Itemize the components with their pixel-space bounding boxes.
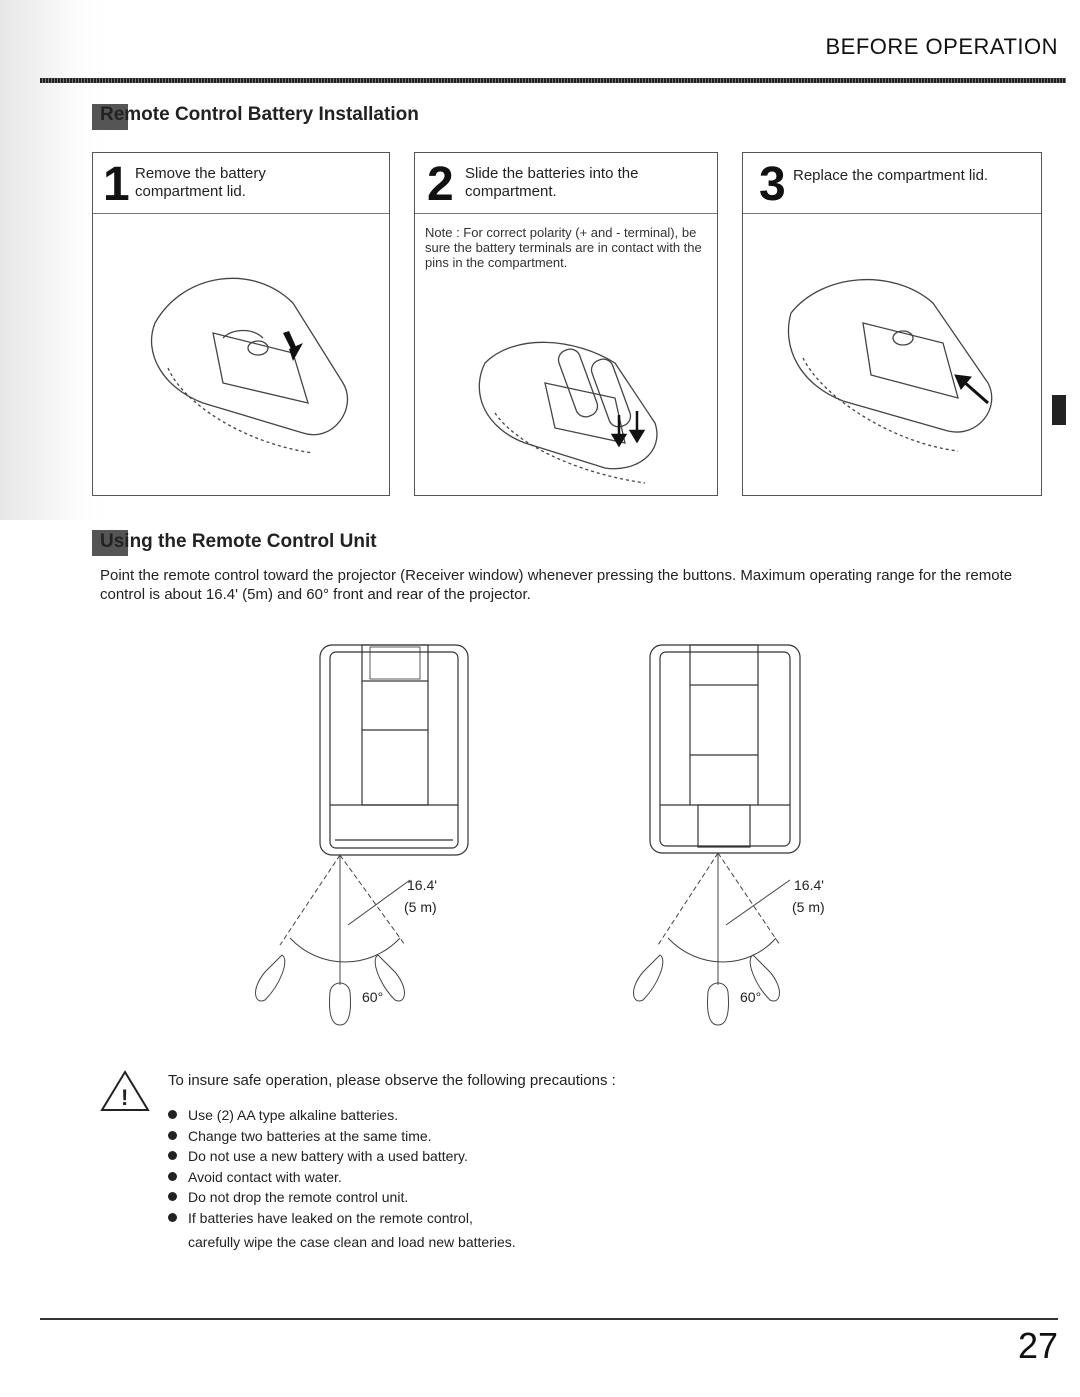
step-2-text: Slide the batteries into the compartment… (465, 165, 639, 200)
page-number: 27 (1017, 1325, 1058, 1366)
precaution-item: Change two batteries at the same time. (166, 1126, 766, 1147)
precaution-item: Avoid contact with water. (166, 1167, 766, 1188)
using-section-body: Point the remote control toward the proj… (100, 567, 1013, 603)
step-3-header: 3 Replace the compartment lid. (743, 153, 1041, 214)
precaution-item: Do not use a new battery with a used bat… (166, 1146, 766, 1167)
precaution-continuation: carefully wipe the case clean and load n… (188, 1234, 516, 1250)
section-marker-block (92, 530, 128, 556)
step-3-number: 3 (759, 158, 786, 211)
step-2-panel: 2 Slide the batteries into the compartme… (414, 152, 718, 496)
precautions-intro: To insure safe operation, please observe… (168, 1072, 616, 1089)
remote-lid-replace-illustration (787, 278, 993, 452)
rear-range-diagram: 16.4' (5 m) 60° (633, 644, 825, 1026)
front-distance-label: 16.4' (407, 877, 437, 893)
bullet-icon (168, 1212, 177, 1222)
precautions-list: Use (2) AA type alkaline batteries. Chan… (166, 1105, 766, 1228)
footer-divider (40, 1318, 1058, 1320)
bullet-icon (168, 1192, 177, 1201)
bullet-icon (168, 1110, 177, 1119)
bullet-icon (168, 1171, 177, 1181)
battery-section-title: Remote Control Battery Installation (100, 104, 419, 125)
rear-distance-label: 16.4' (794, 877, 824, 893)
step-1-panel: 1 Remove the battery compartment lid. (92, 152, 390, 496)
remote-lid-removal-illustration (150, 277, 349, 454)
using-section-title: Using the Remote Control Unit (100, 531, 377, 552)
page-edge-shadow (0, 0, 110, 520)
svg-text:!: ! (121, 1085, 128, 1110)
front-range-diagram: 16.4' (5 m) 60° (255, 644, 469, 1026)
step-1-text: Remove the battery compartment lid. (135, 165, 266, 200)
battery-insertion-illustration (478, 341, 658, 484)
step-3-panel: 3 Replace the compartment lid. (742, 152, 1042, 496)
bullet-icon (168, 1130, 177, 1140)
rear-distance-metric: (5 m) (792, 899, 825, 915)
step-1-header: 1 Remove the battery compartment lid. (93, 153, 389, 214)
precaution-item: Use (2) AA type alkaline batteries. (166, 1105, 766, 1126)
precaution-item: Do not drop the remote control unit. (166, 1187, 766, 1208)
step-2-note: Note : For correct polarity (+ and - ter… (425, 225, 702, 270)
chapter-tab-marker (1052, 395, 1066, 425)
bullet-icon (168, 1151, 177, 1160)
warning-triangle-icon: ! (100, 1070, 150, 1111)
step-2-header: 2 Slide the batteries into the compartme… (415, 153, 717, 214)
step-2-number: 2 (427, 158, 454, 211)
precaution-item: If batteries have leaked on the remote c… (166, 1208, 766, 1229)
step-3-text: Replace the compartment lid. (793, 167, 989, 184)
step-1-number: 1 (103, 158, 130, 211)
front-distance-metric: (5 m) (404, 899, 437, 915)
header-divider (40, 78, 1066, 83)
section-marker-block (92, 104, 128, 130)
rear-angle-label: 60° (740, 989, 761, 1005)
section-header-title: BEFORE OPERATION (825, 34, 1058, 59)
front-angle-label: 60° (362, 989, 383, 1005)
